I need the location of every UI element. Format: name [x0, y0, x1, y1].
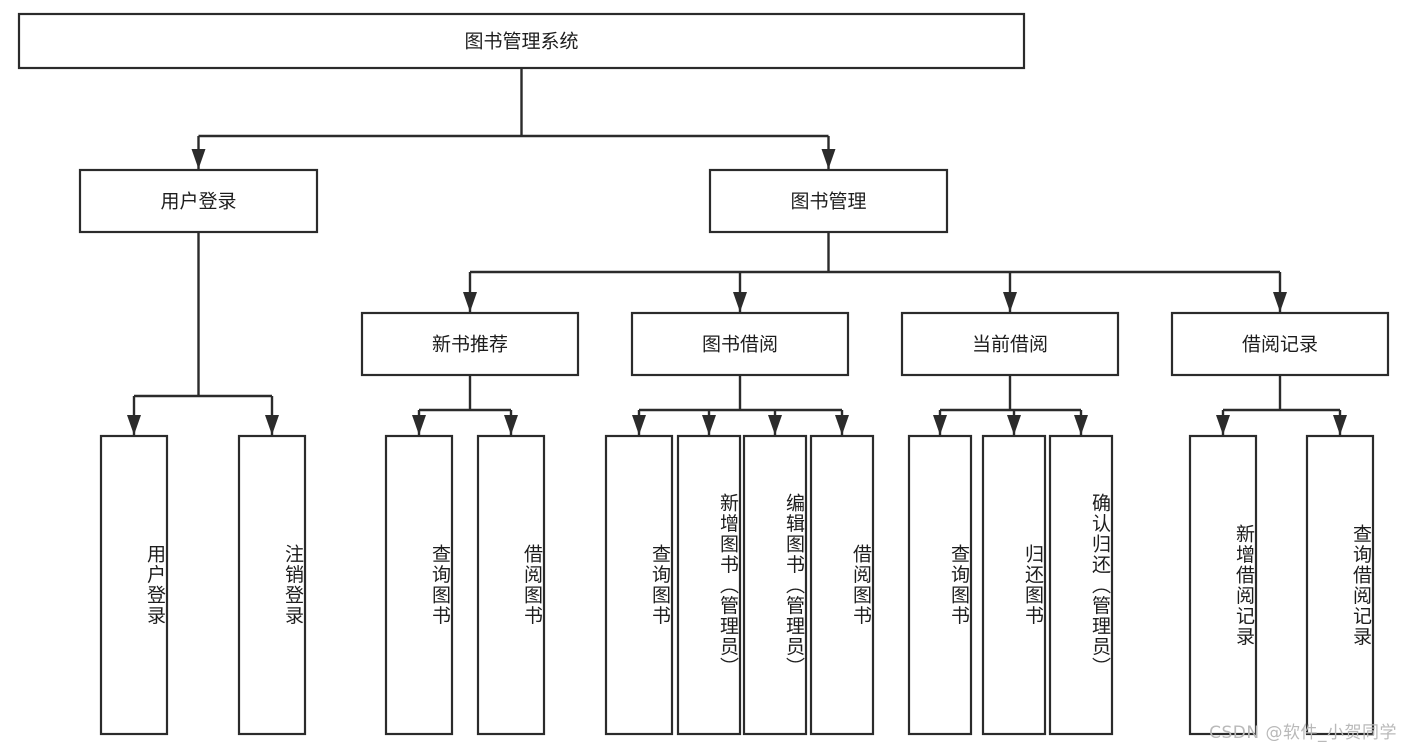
arrow-head-leaf-4	[632, 415, 646, 435]
arrow-head-leaf-12	[1333, 415, 1347, 435]
arrow-head-leaf-6	[768, 415, 782, 435]
arrow-head-level3-2	[1003, 292, 1017, 312]
node-box-leaf-12[interactable]	[1305, 434, 1375, 736]
node-box-book-borrow[interactable]	[630, 311, 850, 377]
connector-layer	[127, 68, 1347, 435]
node-box-leaf-4[interactable]	[604, 434, 674, 736]
node-label-book-borrow: 图书借阅	[702, 334, 778, 356]
arrow-head-level2-1	[821, 149, 836, 169]
node-box-new-book-recommend[interactable]	[360, 311, 580, 377]
node-label-current-borrow: 当前借阅	[972, 334, 1048, 356]
arrow-head-leaf-1	[265, 415, 279, 435]
node-box-leaf-0[interactable]	[99, 434, 169, 736]
node-box-leaf-9[interactable]	[981, 434, 1047, 736]
arrow-head-leaf-9	[1007, 415, 1021, 435]
arrow-head-level3-0	[463, 292, 477, 312]
arrow-head-leaf-3	[504, 415, 518, 435]
node-box-leaf-6[interactable]	[742, 434, 808, 736]
arrow-head-level3-3	[1273, 292, 1287, 312]
arrow-head-leaf-7	[835, 415, 849, 435]
node-box-borrow-record[interactable]	[1170, 311, 1390, 377]
node-label-root: 图书管理系统	[464, 31, 578, 53]
node-label-new-book-recommend: 新书推荐	[432, 334, 508, 356]
arrow-head-leaf-10	[1074, 415, 1088, 435]
node-label-book-management: 图书管理	[790, 191, 866, 213]
node-box-leaf-11[interactable]	[1188, 434, 1258, 736]
node-box-book-management[interactable]	[708, 168, 949, 234]
node-box-leaf-3[interactable]	[476, 434, 546, 736]
node-box-leaf-1[interactable]	[237, 434, 307, 736]
node-label-user-login: 用户登录	[160, 191, 236, 213]
node-box-leaf-8[interactable]	[907, 434, 973, 736]
arrow-head-level2-0	[191, 149, 206, 169]
watermark-text: CSDN @软件_小贺同学	[1209, 723, 1397, 743]
node-box-user-login[interactable]	[78, 168, 319, 234]
node-label-borrow-record: 借阅记录	[1242, 334, 1318, 356]
node-box-root[interactable]	[17, 12, 1026, 70]
node-box-leaf-10[interactable]	[1048, 434, 1114, 736]
node-box-leaf-5[interactable]	[676, 434, 742, 736]
arrow-head-level3-1	[733, 292, 747, 312]
arrow-head-leaf-2	[412, 415, 426, 435]
arrow-head-leaf-11	[1216, 415, 1230, 435]
arrow-head-leaf-5	[702, 415, 716, 435]
node-box-leaf-2[interactable]	[384, 434, 454, 736]
node-box-current-borrow[interactable]	[900, 311, 1120, 377]
node-box-leaf-7[interactable]	[809, 434, 875, 736]
node-box-layer	[17, 12, 1390, 736]
arrow-head-leaf-8	[933, 415, 947, 435]
arrow-head-leaf-0	[127, 415, 141, 435]
